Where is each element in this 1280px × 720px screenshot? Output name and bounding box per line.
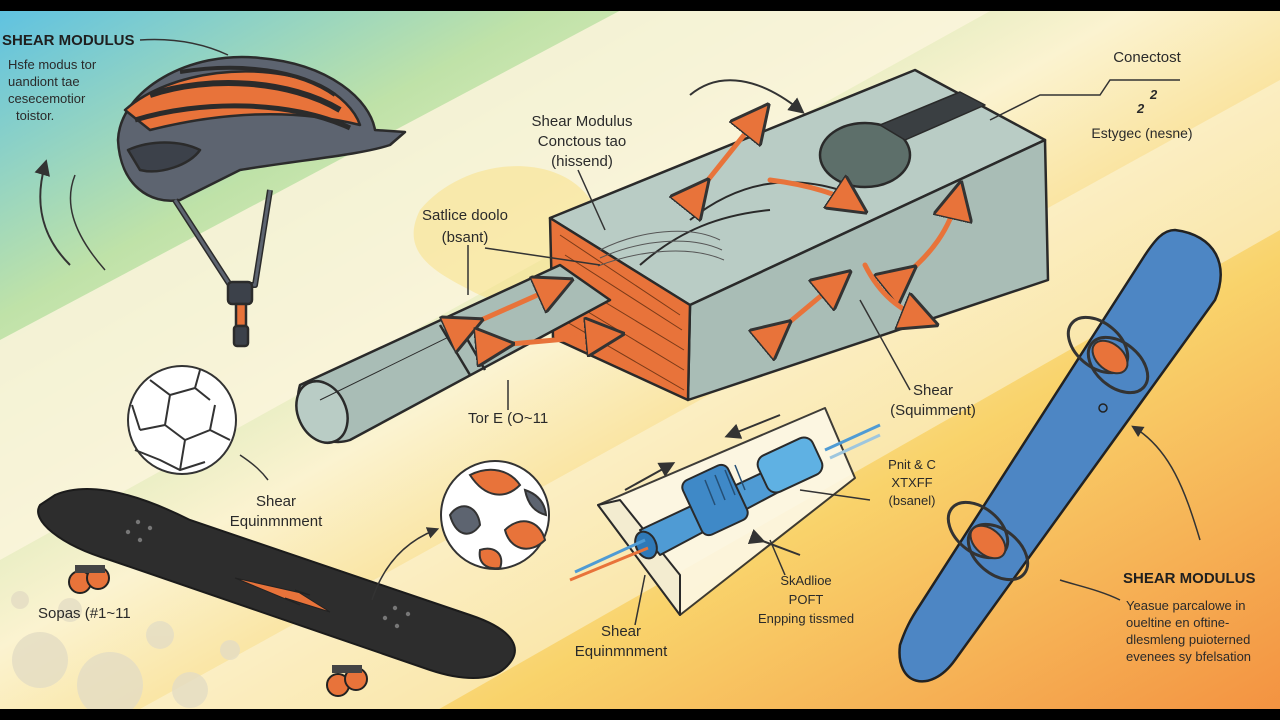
center-top-label: Shear Modulus Conctous tao (hissend) [532,112,633,172]
skateboard-icon [37,488,516,697]
left-low-label: Shear Equinmnment [230,492,323,532]
volleyball-icon [127,365,237,475]
helmet-icon [116,55,407,348]
bottom-mid-label: SkAdlioe POFT Enpping tissmed [758,571,854,628]
right-small-line-1: Pnit & C [888,457,936,472]
letterbox-top [0,0,1280,11]
top-right-formula-denominator: 2 [1137,101,1145,116]
top-left-line-2: uandiont tae [8,74,80,89]
top-left-title: SHEAR MODULUS [2,32,135,49]
right-small-line-2: XTXFF [891,475,933,490]
shear-arrows [470,115,958,345]
helmet-arrow [34,159,71,266]
center-top-line-3: (hissend) [551,153,613,170]
letterbox-bottom [0,709,1280,720]
decor-dots [11,591,240,718]
bottom-mid-line-1: SkAdlioe [780,573,832,588]
left-mid-line-2: (bsant) [441,229,489,246]
top-left-line-3: cesecemotior [8,91,86,106]
center-top-line-2: Conctous tao [537,133,627,150]
snowboard-icon [898,228,1222,683]
top-left-desc: Hsfe modus tor uandiont tae cesecemotior… [8,56,96,124]
left-mid-line-1: Satlice doolo [422,207,508,224]
bottom-mid-line-3: Enpping tissmed [757,611,855,626]
top-right-title: Conectost [1113,49,1181,66]
skateboard-label: Sopas (#1~11 [38,605,131,622]
top-left-line-4: toistor. [16,108,55,123]
top-left-line-1: Hsfe modus tor [8,57,97,72]
bottom-right-line-2: oueltine en oftine- [1126,615,1230,630]
right-small-line-3: (bsanel) [888,493,936,508]
soccer-ball-icon [440,460,550,570]
top-right-subtitle: Estygec (nesne) [1091,125,1193,141]
torque-label: Tor E (O~11 [468,410,549,427]
bottom-right-line-1: Yeasue parcalowe in [1126,598,1246,613]
center-top-line-1: Shear Modulus [531,113,633,130]
left-mid-label: Satlice doolo (bsant) [422,205,508,249]
right-mid-line-1: Shear [912,382,954,399]
bottom-right-line-3: dlesmleng puioterned [1126,632,1251,647]
bottom-center-line-2: Equinmnment [574,643,668,660]
left-low-line-2: Equinmnment [229,513,323,530]
bottom-mid-line-2: POFT [788,592,824,607]
bottom-center-line-1: Shear [600,623,642,640]
leader-lines [467,79,1180,626]
syringe-cylinder-icon [597,407,856,616]
bottom-right-line-4: evenees sy bfelsation [1126,649,1252,664]
right-mid-label: Shear (Squimment) [890,381,976,421]
bottom-right-desc: Yeasue parcalowe in oueltine en oftine- … [1126,597,1251,665]
left-low-line-1: Shear [255,493,297,510]
top-right-formula-numerator: 2 [1150,87,1158,102]
right-mid-line-2: (Squimment) [890,402,976,419]
bottom-center-label: Shear Equinmnment [575,622,668,662]
bottom-right-title: SHEAR MODULUS [1123,570,1256,587]
right-small-label: Pnit & C XTXFF (bsanel) [888,456,936,510]
